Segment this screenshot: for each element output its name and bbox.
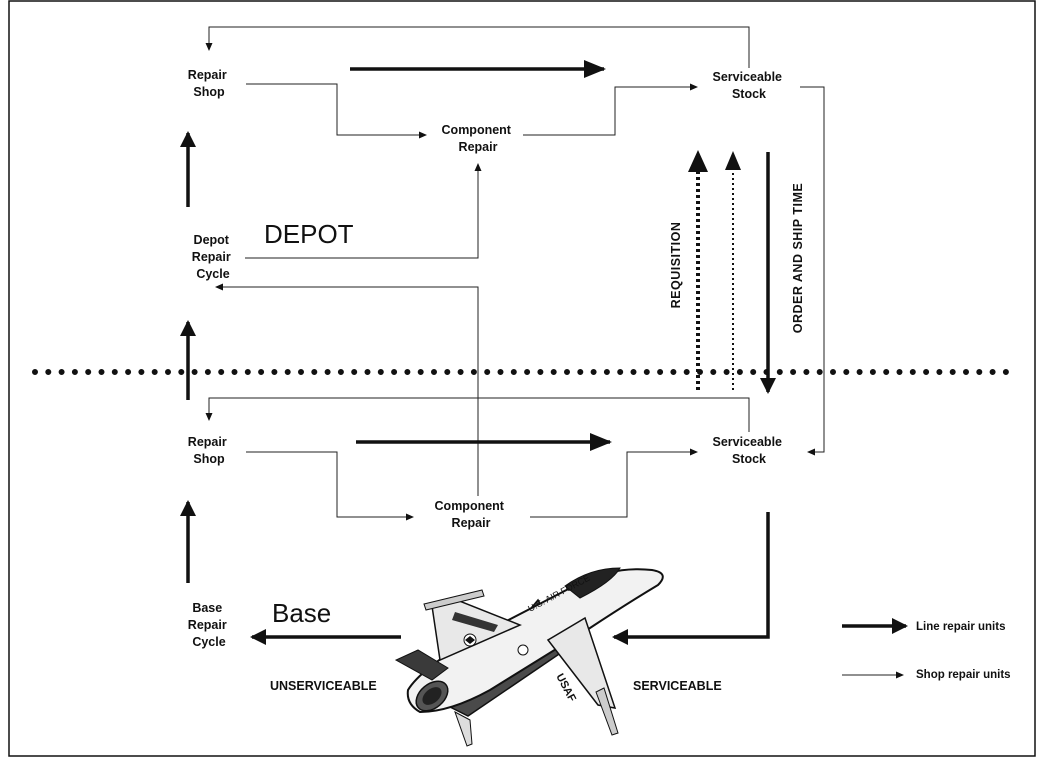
depot-shop-to-component <box>246 84 426 135</box>
unserviceable-label: UNSERVICEABLE <box>270 679 377 693</box>
depot-return-loop <box>209 27 749 68</box>
depot-repair-cycle-label: Depot Repair Cycle <box>192 233 234 281</box>
base-component-to-depot-cycle <box>216 287 478 496</box>
requisition-label: REQUISITION <box>669 222 683 309</box>
legend-shop-repair-label: Shop repair units <box>916 669 1011 681</box>
base-region-label: Base <box>272 598 331 628</box>
svg-text:USAF: USAF <box>553 672 578 704</box>
base-repair-shop-label: Repair Shop <box>188 435 230 466</box>
order-ship-time-label: ORDER AND SHIP TIME <box>791 183 805 334</box>
depot-region-label: DEPOT <box>264 219 354 249</box>
base-repair-cycle-label: Base Repair Cycle <box>188 601 230 649</box>
base-component-to-stock <box>530 452 697 517</box>
base-shop-to-component <box>246 452 413 517</box>
serviceable-label: SERVICEABLE <box>633 679 722 693</box>
base-component-repair-label: Component Repair <box>435 499 508 530</box>
base-return-loop <box>209 398 749 432</box>
depot-component-repair-label: Component Repair <box>442 123 515 154</box>
legend: Line repair units Shop repair units <box>842 621 1011 681</box>
depot-serviceable-stock-label: Serviceable Stock <box>713 70 786 101</box>
legend-line-repair-label: Line repair units <box>916 621 1005 633</box>
base-serviceable-stock-label: Serviceable Stock <box>713 435 786 466</box>
depot-repair-shop-label: Repair Shop <box>188 68 230 99</box>
requisition-line-units-arrowhead <box>688 150 708 172</box>
fighter-jet-icon: U.S. AIR FORCE USAF <box>396 568 663 746</box>
requisition-shop-units-arrowhead <box>725 151 741 170</box>
depot-component-to-stock <box>523 87 697 135</box>
